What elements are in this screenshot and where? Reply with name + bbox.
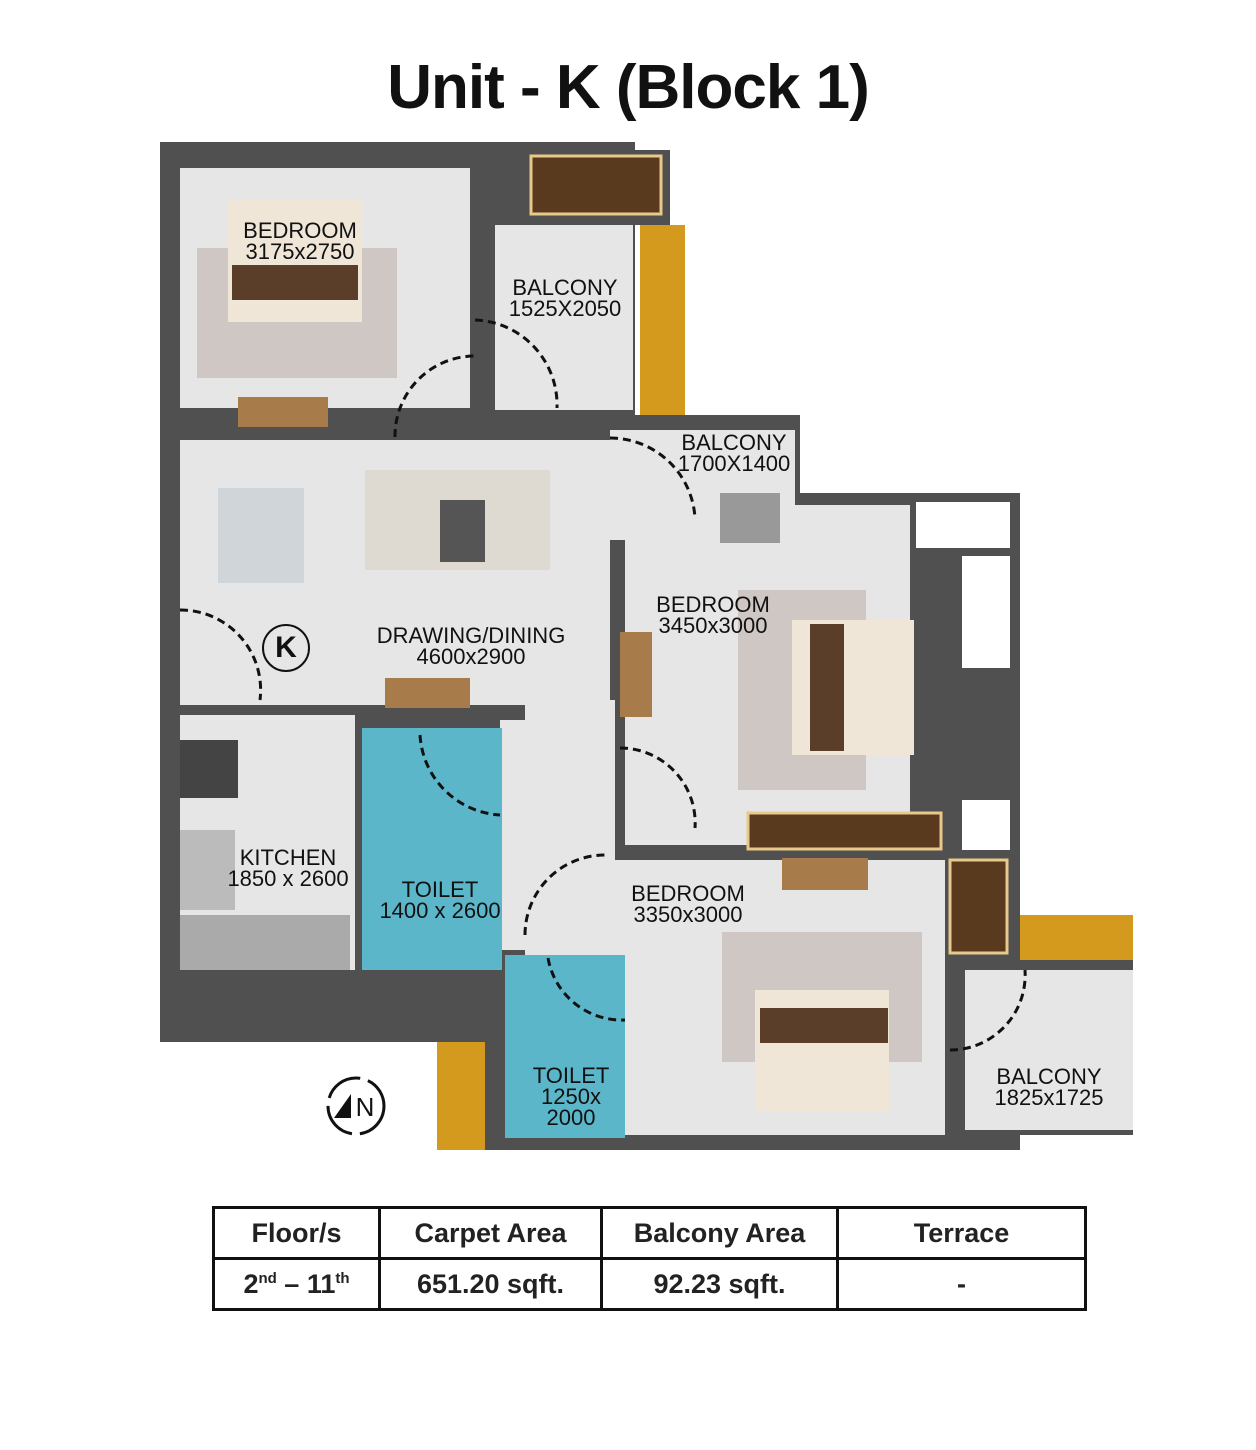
- cell-floors: 2nd – 11th: [212, 1257, 381, 1311]
- toilet-tiles: [362, 728, 625, 1138]
- area-table: Floor/s Carpet Area Balcony Area Terrace…: [212, 1206, 1087, 1311]
- header-floors: Floor/s: [212, 1206, 381, 1260]
- door-swings: [179, 318, 1027, 1052]
- table-row: 2nd – 11th 651.20 sqft. 92.23 sqft. -: [212, 1257, 1087, 1311]
- header-terrace: Terrace: [836, 1206, 1087, 1260]
- header-balcony-area: Balcony Area: [600, 1206, 839, 1260]
- wardrobes: [529, 154, 1009, 955]
- floor-plan-drawing: N: [160, 142, 1133, 1150]
- cell-balcony-area: 92.23 sqft.: [600, 1257, 839, 1311]
- header-carpet-area: Carpet Area: [378, 1206, 603, 1260]
- furniture: [180, 397, 1010, 970]
- svg-text:N: N: [356, 1092, 375, 1122]
- cell-terrace: -: [836, 1257, 1087, 1311]
- table-header-row: Floor/s Carpet Area Balcony Area Terrace: [212, 1206, 1087, 1260]
- page-title: Unit - K (Block 1): [387, 53, 869, 122]
- compass-icon: N: [326, 1076, 386, 1136]
- unit-badge: K: [262, 624, 310, 672]
- cell-carpet-area: 651.20 sqft.: [378, 1257, 603, 1311]
- beds: [197, 200, 922, 1112]
